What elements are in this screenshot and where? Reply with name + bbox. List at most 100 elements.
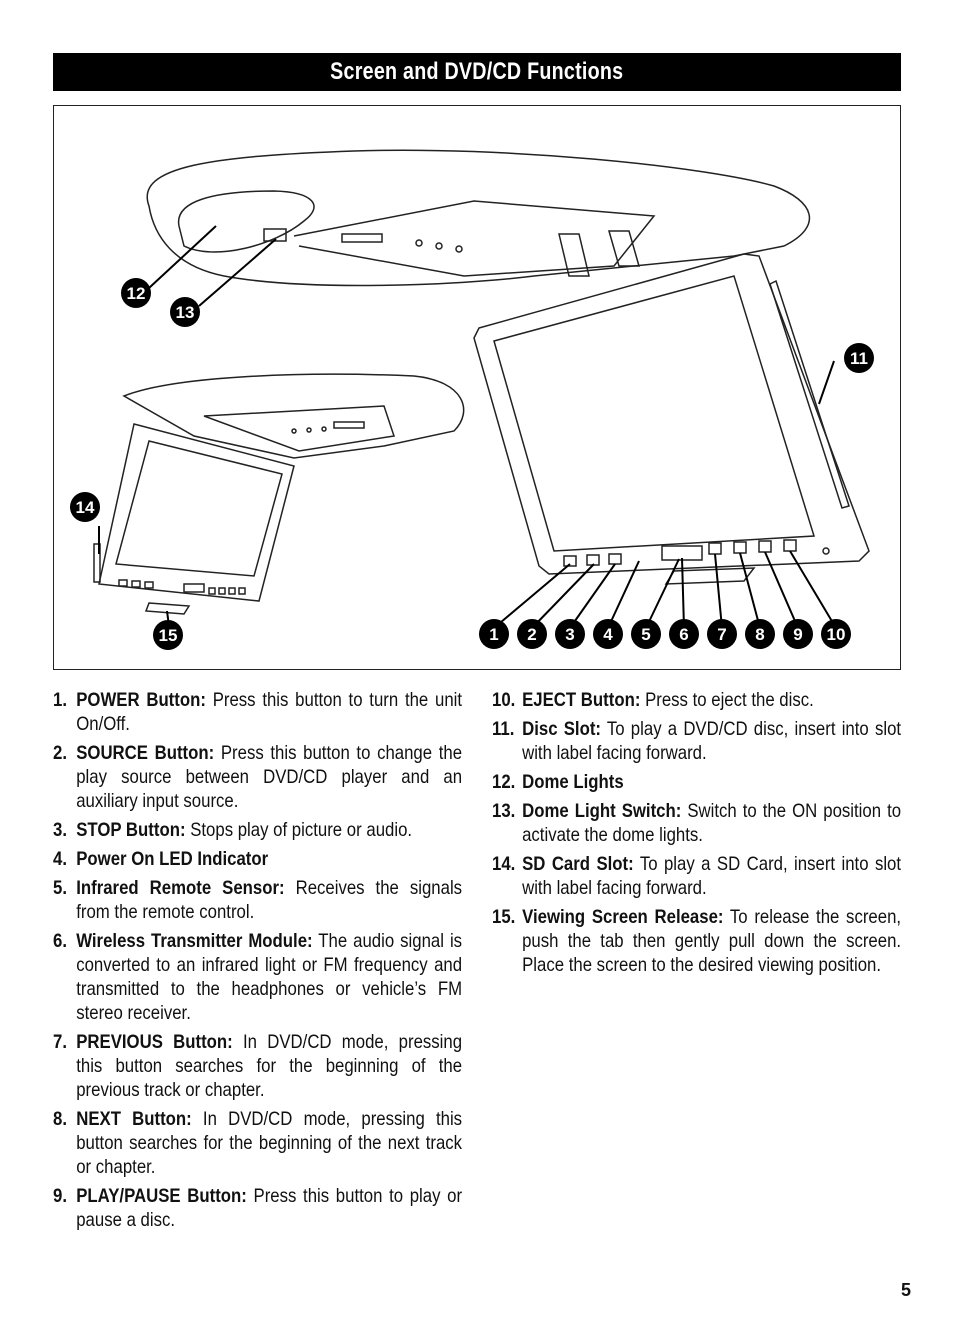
list-item: 1. POWER Button: Press this button to tur… <box>53 688 462 736</box>
item-number: 4. <box>53 848 67 870</box>
callout-14: 14 <box>70 492 100 522</box>
item-text: Receives the signals from the remote con… <box>76 877 463 923</box>
small-dome-housing <box>122 373 465 459</box>
function-list-right: 10. EJECT Button: Press to eject the disc… <box>492 688 901 982</box>
item-label: Infrared Remote Sensor: <box>76 877 285 899</box>
svg-text:2: 2 <box>527 625 536 644</box>
item-text: To release the screen, push the tab then… <box>522 906 902 976</box>
item-number: 12. <box>492 771 516 793</box>
callout-7: 7 <box>707 619 737 649</box>
screen-release-tab <box>144 602 191 615</box>
dome-light-left <box>177 190 315 253</box>
item-number: 15. <box>492 906 516 928</box>
item-number: 7. <box>53 1031 67 1053</box>
item-text: Press this button to change the play sou… <box>76 742 463 812</box>
callout-10: 10 <box>821 619 851 649</box>
callout-13: 13 <box>170 297 200 327</box>
item-text: In DVD/CD mode, pressing this button sea… <box>76 1108 463 1178</box>
svg-text:7: 7 <box>717 625 726 644</box>
svg-text:3: 3 <box>565 625 574 644</box>
callout-15: 15 <box>153 620 183 650</box>
svg-text:6: 6 <box>679 625 688 644</box>
callout-9: 9 <box>783 619 813 649</box>
callout-3: 3 <box>555 619 585 649</box>
item-label: Disc Slot: <box>522 718 601 740</box>
callout-1: 1 <box>479 619 509 649</box>
callout-leader-lines <box>98 225 837 629</box>
list-item: 3. STOP Button: Stops play of picture or … <box>53 818 462 842</box>
list-item: 9. PLAY/PAUSE Button: Press this button t… <box>53 1184 462 1232</box>
callout-11: 11 <box>844 343 874 373</box>
svg-text:14: 14 <box>76 498 95 517</box>
svg-text:9: 9 <box>793 625 802 644</box>
item-number: 9. <box>53 1185 67 1207</box>
item-text: Press to eject the disc. <box>640 689 814 711</box>
svg-text:1: 1 <box>489 625 498 644</box>
callout-2: 2 <box>517 619 547 649</box>
item-text: To play a SD Card, insert into slot with… <box>522 853 902 899</box>
item-label: SOURCE Button: <box>76 742 215 764</box>
item-label: EJECT Button: <box>522 689 641 711</box>
item-number: 1. <box>53 689 67 711</box>
item-number: 11. <box>492 718 515 740</box>
svg-text:8: 8 <box>755 625 764 644</box>
section-title: Screen and DVD/CD Functions <box>330 58 624 85</box>
item-number: 5. <box>53 877 67 899</box>
item-label: STOP Button: <box>76 819 186 841</box>
svg-text:13: 13 <box>176 303 195 322</box>
large-dome-housing <box>146 149 811 287</box>
list-item: 15. Viewing Screen Release: To release th… <box>492 905 901 977</box>
svg-text:5: 5 <box>641 625 650 644</box>
small-screen-display <box>115 440 283 577</box>
callout-5: 5 <box>631 619 661 649</box>
item-text: Switch to the ON position to activate th… <box>522 800 902 846</box>
svg-text:4: 4 <box>603 625 613 644</box>
svg-text:15: 15 <box>159 626 178 645</box>
item-label: Wireless Transmitter Module: <box>76 930 313 952</box>
large-screen-display <box>493 275 815 552</box>
large-screen-frame <box>473 253 870 575</box>
list-item: 14.SD Card Slot: To play a SD Card, inse… <box>492 852 901 900</box>
item-text: Press this button to play or pause a dis… <box>76 1185 463 1231</box>
svg-text:12: 12 <box>127 284 146 303</box>
sd-card-slot <box>93 543 101 583</box>
item-label: NEXT Button: <box>76 1108 192 1130</box>
list-item: 2. SOURCE Button: Press this button to ch… <box>53 741 462 813</box>
item-label: Power On LED Indicator <box>76 848 269 870</box>
item-label: POWER Button: <box>76 689 206 711</box>
item-label: PLAY/PAUSE Button: <box>76 1185 247 1207</box>
item-text: Stops play of picture or audio. <box>185 819 413 841</box>
item-label: Viewing Screen Release: <box>522 906 724 928</box>
list-item: 11. Disc Slot: To play a DVD/CD disc, ins… <box>492 717 901 765</box>
list-item: 7.PREVIOUS Button: In DVD/CD mode, press… <box>53 1030 462 1102</box>
list-item: 6.Wireless Transmitter Module: The audio… <box>53 929 462 1025</box>
item-text: To play a DVD/CD disc, insert into slot … <box>522 718 902 764</box>
callout-6: 6 <box>669 619 699 649</box>
item-label: Dome Lights <box>522 771 624 793</box>
list-item: 10. EJECT Button: Press to eject the disc… <box>492 688 901 712</box>
callout-4: 4 <box>593 619 623 649</box>
callout-12: 12 <box>121 278 151 308</box>
callout-8: 8 <box>745 619 775 649</box>
svg-text:10: 10 <box>827 625 846 644</box>
svg-text:11: 11 <box>850 349 868 368</box>
item-text: In DVD/CD mode, pressing this button sea… <box>76 1031 463 1101</box>
list-item: 8. NEXT Button: In DVD/CD mode, pressing … <box>53 1107 462 1179</box>
item-label: Dome Light Switch: <box>522 800 682 822</box>
item-number: 8. <box>53 1108 67 1130</box>
item-number: 3. <box>53 819 67 841</box>
page-number: 5 <box>900 1280 911 1300</box>
item-number: 13. <box>492 800 516 822</box>
item-text: Press this button to turn the unit On/Of… <box>76 689 463 735</box>
list-item: 5. Infrared Remote Sensor: Receives the s… <box>53 876 462 924</box>
list-item: 12. Dome Lights <box>492 770 901 794</box>
item-number: 2. <box>53 742 67 764</box>
item-label: SD Card Slot: <box>522 853 634 875</box>
list-item: 13. Dome Light Switch: Switch to the ON p… <box>492 799 901 847</box>
disc-slot <box>769 279 850 509</box>
item-text: The audio signal is converted to an infr… <box>76 930 463 1024</box>
product-diagram: 12 13 11 14 15 1 2 3 4 5 6 7 8 9 10 <box>53 105 901 670</box>
list-item: 4. Power On LED Indicator <box>53 847 462 871</box>
section-title-bar: Screen and DVD/CD Functions <box>53 53 901 91</box>
item-number: 10. <box>492 689 516 711</box>
